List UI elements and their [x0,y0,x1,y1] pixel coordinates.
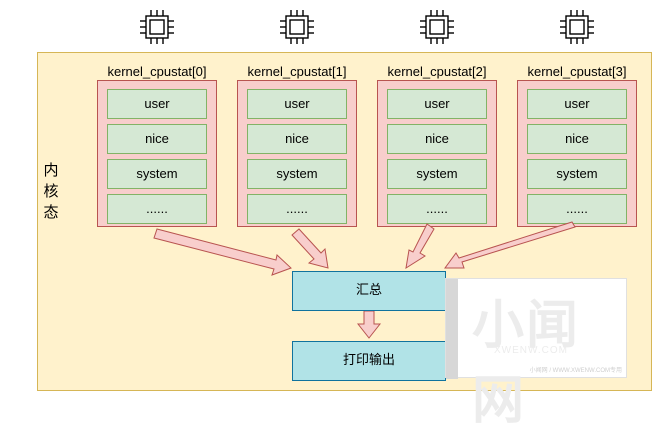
field-more: ...... [247,194,347,224]
arrow [444,221,576,269]
kernel-space-label: 内核态 [40,160,62,223]
watermark: 小闻网 XWENW.COM 小闻网 / WWW.XWENW.COM专用 [445,278,627,431]
watermark-strip [446,279,458,379]
field-system: system [387,159,487,189]
kernel-space-label-text: 内核态 [43,161,59,221]
field-more: ...... [527,194,627,224]
cpu-chip-icon [277,7,317,47]
watermark-subtext: XWENW.COM [494,345,568,356]
cpu-title: kernel_cpustat[0] [107,64,207,79]
field-nice: nice [247,124,347,154]
field-more: ...... [387,194,487,224]
cpu-chip-icon [557,7,597,47]
aggregate-node: 汇总 [292,271,446,311]
field-user: user [107,89,207,119]
field-nice: nice [527,124,627,154]
field-user: user [387,89,487,119]
cpu-stat-block: user nice system ...... [97,80,217,227]
field-user: user [247,89,347,119]
field-system: system [107,159,207,189]
print-output-node: 打印输出 [292,341,446,381]
arrow [291,228,329,269]
cpu-stat-block: user nice system ...... [237,80,357,227]
field-user: user [527,89,627,119]
field-nice: nice [107,124,207,154]
flow-arrows [153,221,576,339]
arrow [356,310,382,339]
field-nice: nice [387,124,487,154]
cpu-chip-icon [417,7,457,47]
cpu-stat-block: user nice system ...... [517,80,637,227]
field-more: ...... [107,194,207,224]
field-system: system [247,159,347,189]
arrow [405,223,435,270]
cpu-title: kernel_cpustat[2] [387,64,487,79]
arrow [153,228,292,276]
cpu-title: kernel_cpustat[3] [527,64,627,79]
watermark-footer: 小闻网 / WWW.XWENW.COM专用 [529,368,622,374]
cpu-stat-block: user nice system ...... [377,80,497,227]
field-system: system [527,159,627,189]
cpu-title: kernel_cpustat[1] [247,64,347,79]
diagram-canvas: 内核态 [37,7,652,431]
watermark-text: 小闻网 [472,296,581,431]
cpu-chip-icon [137,7,177,47]
